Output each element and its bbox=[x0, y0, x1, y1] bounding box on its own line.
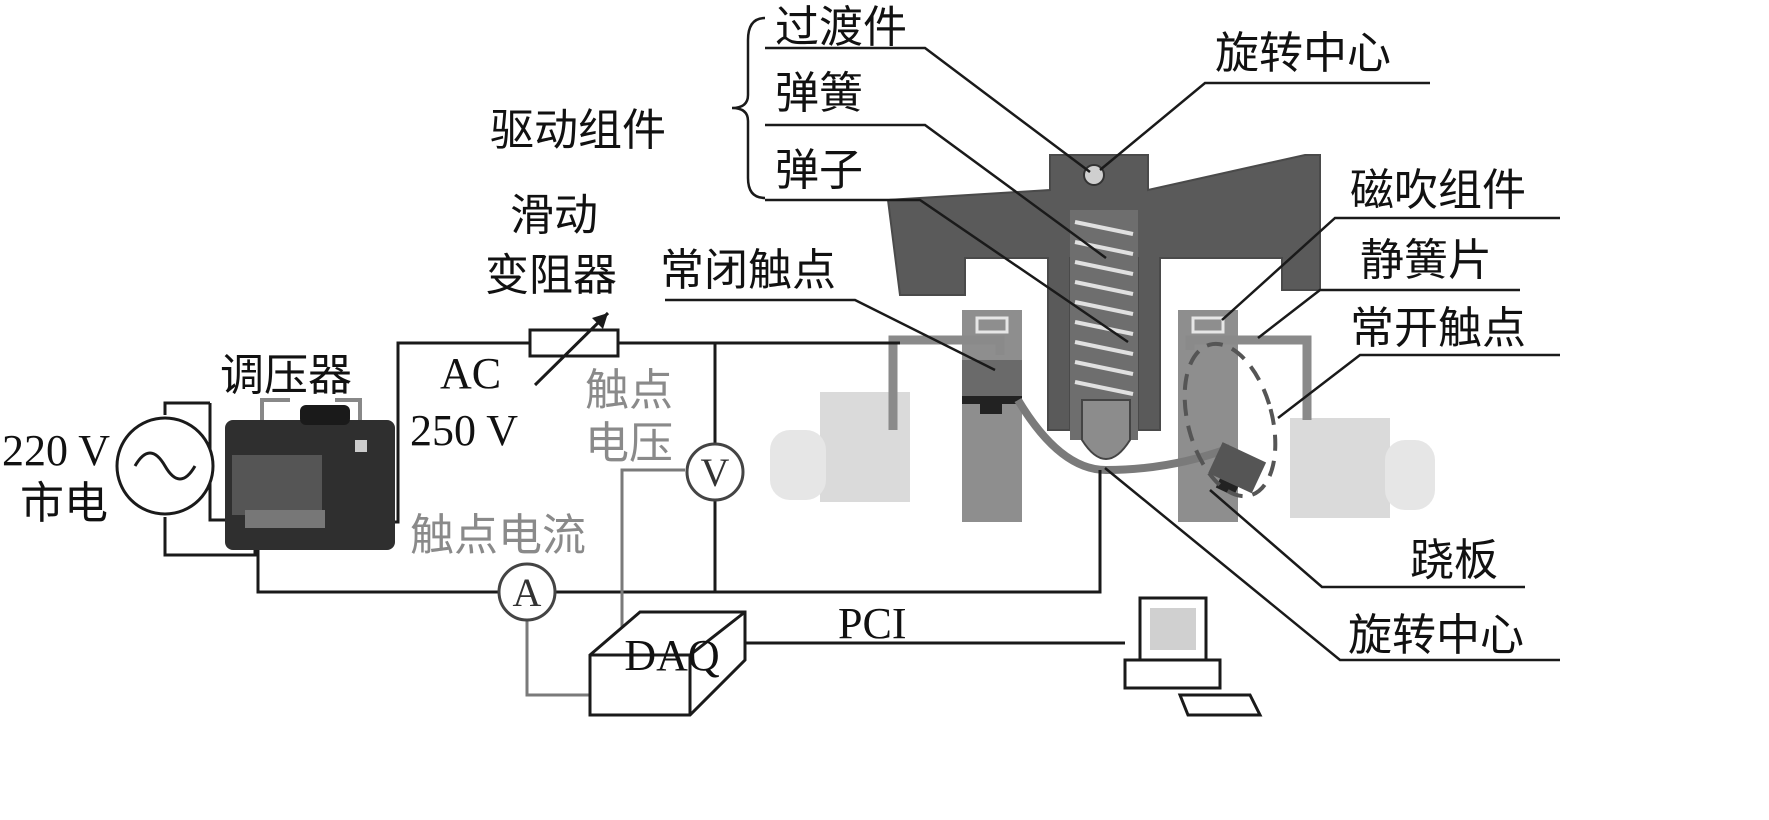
daq-box: DAQ bbox=[588, 610, 747, 717]
label-slide-rheostat-1: 滑动 bbox=[510, 190, 598, 241]
label-ac: AC bbox=[440, 349, 501, 398]
label-rotation-center-bottom: 旋转中心 bbox=[1348, 610, 1524, 661]
right-terminal-block bbox=[1290, 418, 1390, 518]
voltmeter-symbol: V bbox=[701, 450, 730, 495]
label-normally-open-contact: 常开触点 bbox=[1350, 303, 1526, 354]
label-flip-plate: 跷板 bbox=[1410, 535, 1498, 586]
circuit-wiring bbox=[163, 341, 1125, 697]
label-normally-closed-contact: 常闭触点 bbox=[660, 245, 836, 296]
projectile-tip bbox=[1081, 399, 1131, 460]
leader-lines bbox=[665, 16, 1560, 662]
ammeter-symbol: A bbox=[513, 570, 542, 615]
relay-mechanism bbox=[770, 154, 1435, 522]
voltage-regulator-device bbox=[225, 398, 395, 550]
static-reed-left bbox=[888, 335, 1005, 430]
label-projectile: 弹子 bbox=[775, 145, 863, 196]
normally-open-highlight bbox=[1182, 341, 1278, 499]
label-drive-assembly: 驱动组件 bbox=[490, 105, 666, 156]
static-reed-right bbox=[1185, 335, 1312, 420]
label-rotation-center-top: 旋转中心 bbox=[1215, 28, 1391, 79]
left-magnet-column bbox=[962, 310, 1022, 522]
label-magnetic-blow-assembly: 磁吹组件 bbox=[1350, 165, 1526, 216]
daq-label: DAQ bbox=[624, 631, 720, 680]
label-slide-rheostat-2: 变阻器 bbox=[485, 250, 617, 301]
label-contact-voltage-1: 触点 bbox=[585, 365, 673, 416]
voltmeter: V bbox=[685, 442, 745, 502]
normally-closed-contact-shape bbox=[962, 360, 1022, 396]
label-pci: PCI bbox=[838, 599, 906, 648]
label-contact-voltage-2: 电压 bbox=[585, 418, 673, 469]
spring-coils bbox=[1074, 220, 1134, 396]
label-mains-voltage: 220 V bbox=[2, 426, 110, 475]
label-mains: 市电 bbox=[20, 478, 108, 529]
label-contact-current: 触点电流 bbox=[410, 510, 586, 561]
ammeter: A bbox=[497, 562, 557, 622]
ac-source-symbol bbox=[115, 416, 215, 516]
label-spring: 弹簧 bbox=[775, 68, 863, 119]
label-ac-voltage: 250 V bbox=[410, 406, 518, 455]
label-transition-piece: 过渡件 bbox=[775, 2, 907, 53]
label-voltage-regulator: 调压器 bbox=[220, 350, 352, 401]
computer-icon bbox=[1123, 596, 1263, 717]
slide-rheostat bbox=[528, 311, 620, 387]
label-static-reed: 静簧片 bbox=[1360, 235, 1492, 286]
